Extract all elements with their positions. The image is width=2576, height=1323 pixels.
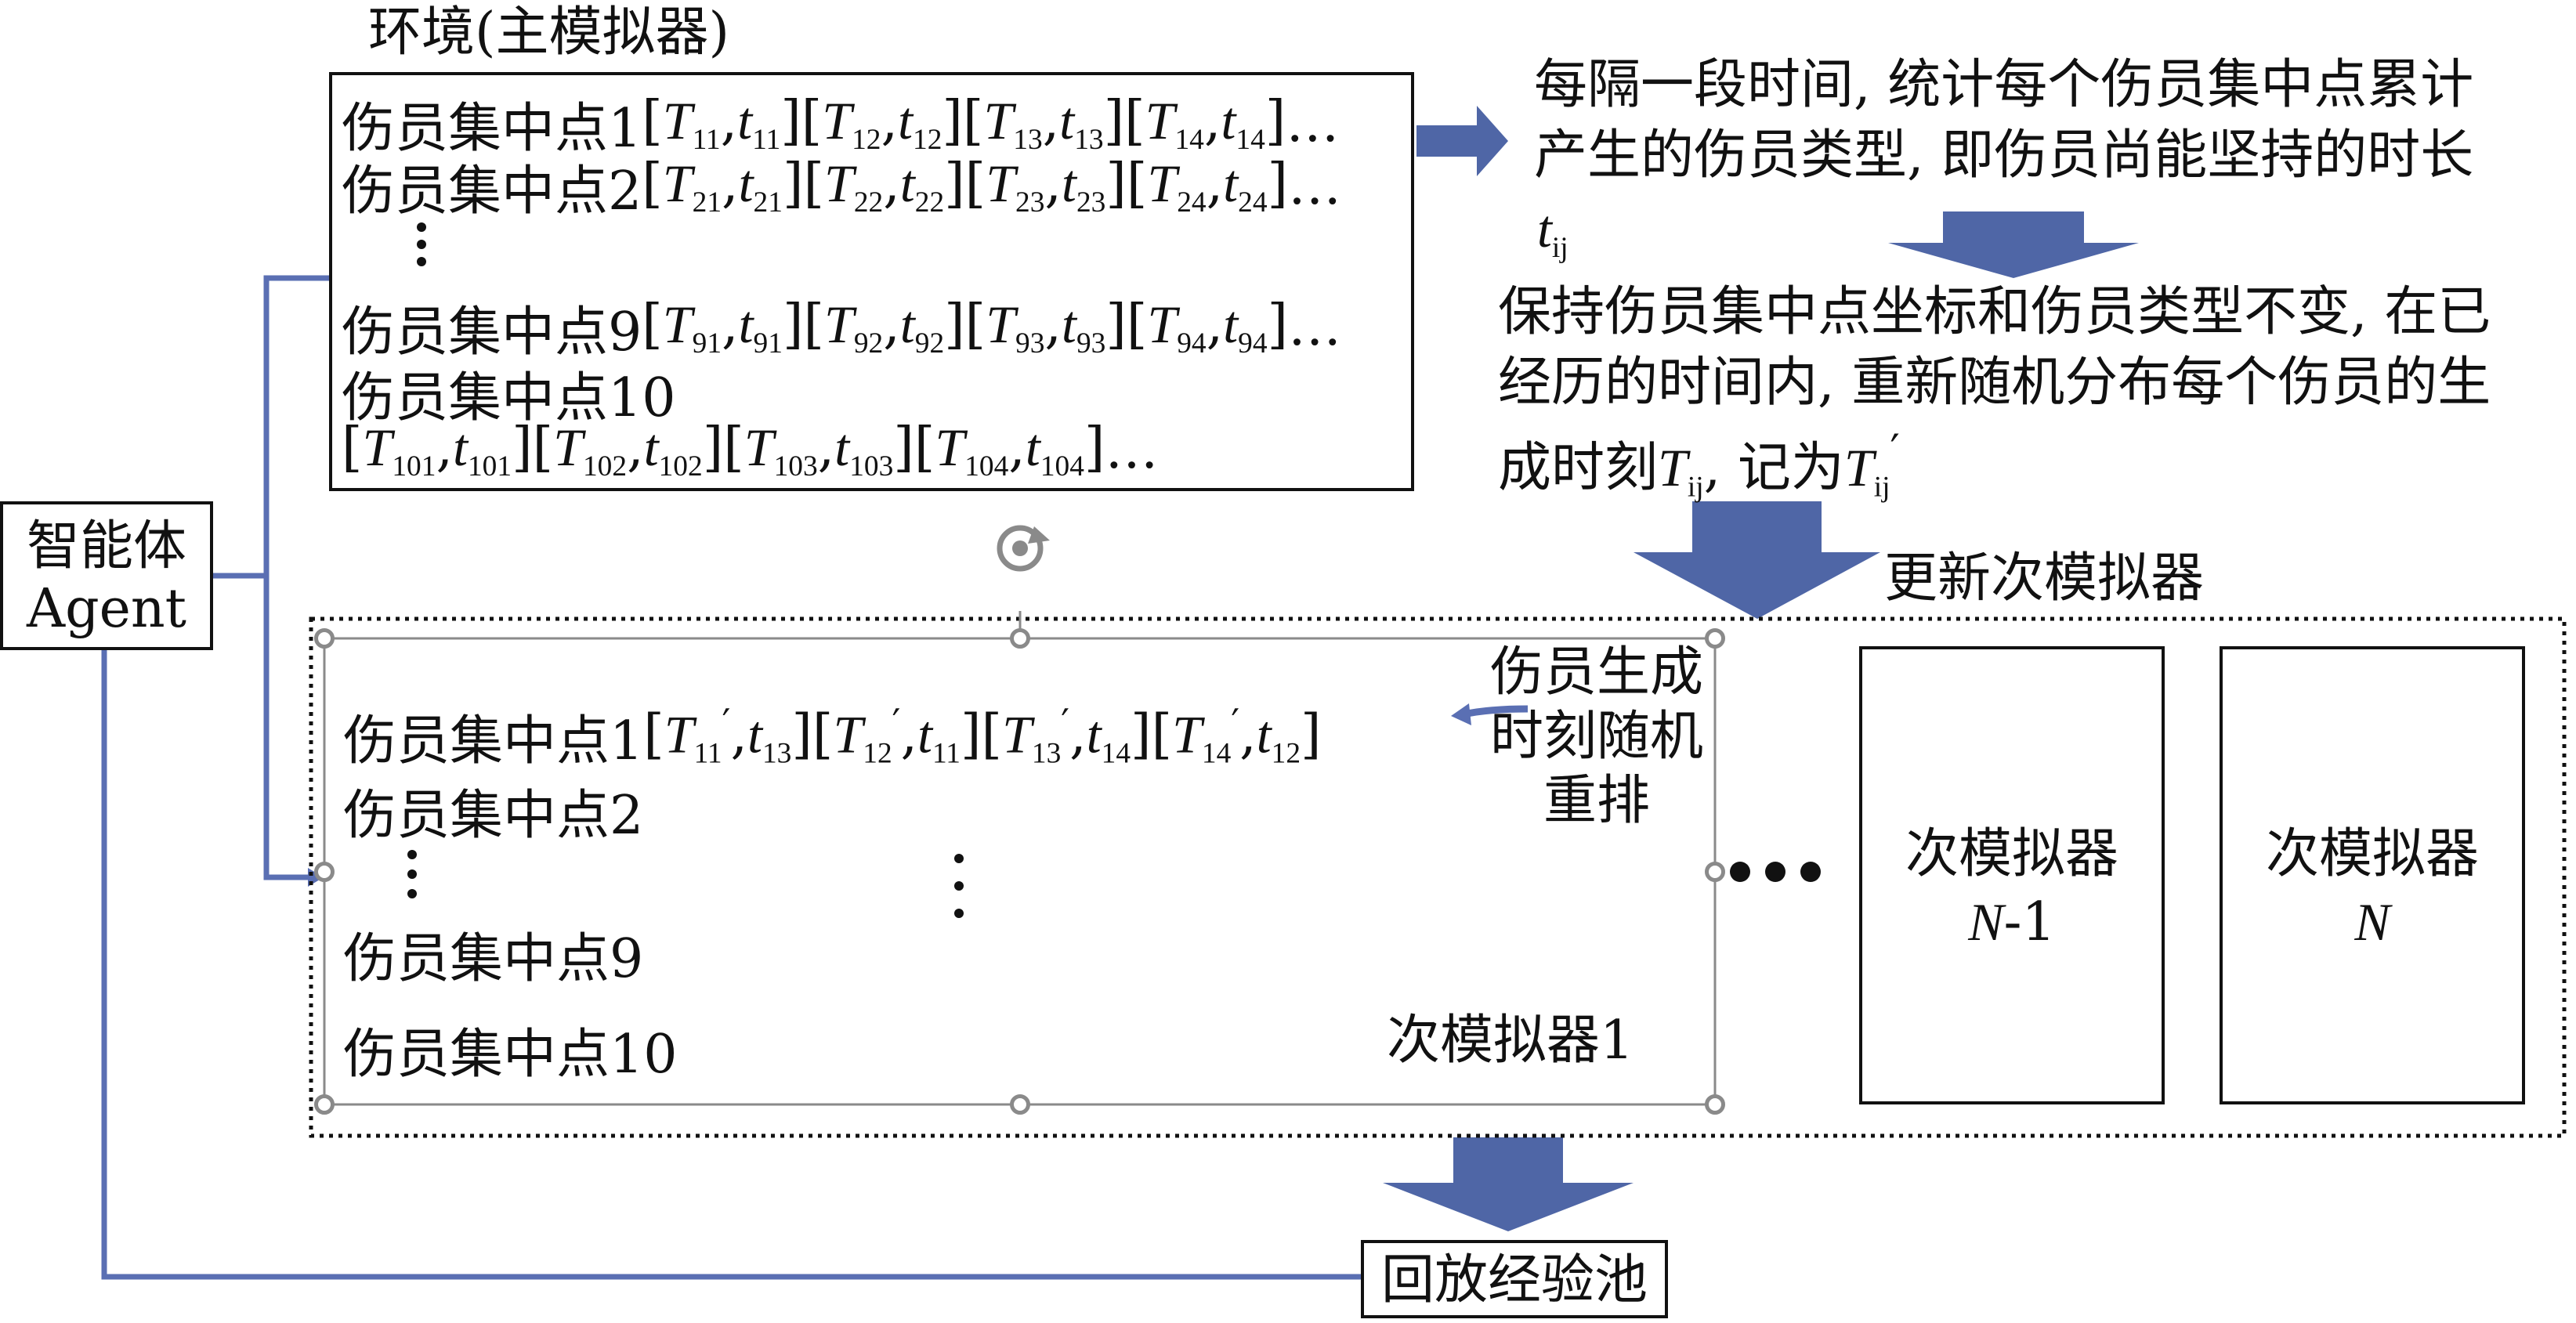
agent-box: 智能体 Agent: [0, 501, 213, 650]
resize-handle[interactable]: [1010, 1094, 1030, 1115]
env-item: [T23,t23]: [964, 152, 1127, 219]
resize-handle[interactable]: [314, 628, 335, 649]
keep-text-line1: 保持伤员集中点坐标和伤员类型不变, 在已: [1498, 281, 2491, 343]
sub-n-index: N: [2354, 892, 2390, 952]
env-row-label: 伤员集中点2: [342, 161, 642, 222]
resize-handle[interactable]: [314, 862, 335, 882]
agent-to-sub1-line: [263, 576, 309, 880]
down-arrow-icon: [1888, 211, 2139, 278]
stat-text-var: tij: [1537, 199, 1568, 265]
ellipsis-dot: [1800, 862, 1821, 882]
env-tail: …: [1105, 419, 1159, 482]
update-label: 更新次模拟器: [1884, 548, 2205, 609]
sub1-name: 次模拟器1: [1387, 1010, 1634, 1072]
keep-text-line2: 经历的时间内, 重新随机分布每个伤员的生: [1498, 352, 2491, 414]
sub1-row-2: 伤员集中点2: [343, 772, 643, 849]
right-arrow-icon: [1416, 106, 1508, 176]
resize-handle[interactable]: [1010, 628, 1030, 649]
agent-label-cn: 智能体: [26, 515, 186, 577]
stat-text-line2: 产生的伤员类型, 即伤员尚能坚持的时长: [1534, 125, 2474, 186]
env-row-9: 伤员集中点9 [T91,t91] [T92,t92] [T93,t93] [T9…: [342, 288, 1341, 366]
env-row-10: 伤员集中点10: [342, 354, 676, 432]
replay-to-agent-line: [101, 623, 1363, 1280]
down-arrow-icon: [1383, 1137, 1634, 1231]
env-item: [T22,t22]: [803, 152, 965, 219]
sub1-row-label: 伤员集中点1: [343, 710, 644, 772]
sub-simulator-n-minus-1-box: 次模拟器 N-1: [1859, 646, 2165, 1104]
ellipsis-dot: [417, 257, 426, 266]
ellipsis-dot: [954, 909, 964, 918]
env-item: [T24,t24]: [1126, 152, 1289, 219]
sub-simulators-container: [309, 616, 2567, 1138]
env-row-label: 伤员集中点9: [342, 302, 642, 363]
env-item: [T13,t13]: [962, 89, 1125, 157]
stat-text-line1: 每隔一段时间, 统计每个伤员集中点累计: [1534, 54, 2474, 116]
env-tail: …: [1288, 155, 1342, 217]
env-item: [T101,t101]: [342, 417, 533, 483]
sub-n-label: 次模拟器: [2265, 823, 2479, 885]
env-item: [T14,t14]: [1124, 89, 1286, 157]
resize-handle[interactable]: [1705, 1094, 1725, 1115]
agent-label-en: Agent: [27, 578, 186, 640]
env-item: [T91,t91]: [642, 293, 804, 360]
ellipsis-dot: [954, 881, 964, 891]
agent-to-env-line: [213, 275, 329, 579]
shuffle-note-line1: 伤员生成: [1489, 642, 1703, 703]
env-box: 伤员集中点1 [T11,t11] [T12,t12] [T13,t13] [T1…: [329, 72, 1414, 491]
sub-simulator-n-box: 次模拟器 N: [2220, 646, 2525, 1104]
env-item: [T103,t103]: [723, 417, 914, 483]
ellipsis-dot: [954, 854, 964, 863]
rotate-handle-icon: [997, 525, 1050, 572]
sub1-row-label: 伤员集中点10: [343, 1024, 678, 1086]
ellipsis-dot: [1765, 862, 1785, 882]
keep-text-a: 成时刻: [1498, 437, 1659, 500]
ellipsis-dot: [417, 240, 426, 249]
env-tail: …: [1286, 92, 1340, 154]
sub1-item: [T11′,t13]: [643, 701, 812, 770]
sub1-item: [T14′,t12]: [1151, 701, 1322, 770]
env-item: [T21,t21]: [642, 152, 804, 219]
resize-handle[interactable]: [1705, 628, 1725, 649]
env-item: [T102,t102]: [532, 417, 724, 483]
sub1-item: [T13′,t14]: [981, 701, 1152, 770]
resize-handle[interactable]: [314, 1094, 335, 1115]
env-row-10-items: [T101,t101] [T102,t102] [T103,t103] [T10…: [342, 417, 1158, 483]
sub-n1-index: N-1: [1968, 891, 2056, 953]
env-item: [T93,t93]: [964, 293, 1127, 360]
resize-handle[interactable]: [1705, 862, 1725, 882]
shuffle-note-line3: 重排: [1543, 770, 1650, 832]
env-item: [T92,t92]: [803, 293, 965, 360]
env-tail: …: [1288, 296, 1342, 358]
shuffle-note-line2: 时刻随机: [1489, 706, 1703, 768]
env-row-label: 伤员集中点10: [342, 367, 676, 429]
sub1-item: [T12′,t11]: [812, 701, 982, 770]
env-item: [T12,t12]: [801, 89, 963, 157]
env-row-1: 伤员集中点1 [T11,t11] [T12,t12] [T13,t13] [T1…: [342, 85, 1339, 162]
replay-buffer-box: 回放经验池: [1361, 1240, 1668, 1318]
sub1-row-10: 伤员集中点10: [343, 1010, 678, 1088]
env-row-label: 伤员集中点1: [342, 98, 642, 160]
ellipsis-dot: [407, 889, 417, 898]
sub1-row-label: 伤员集中点9: [343, 928, 644, 990]
ellipsis-dot: [417, 222, 426, 232]
env-item: [T94,t94]: [1126, 293, 1289, 360]
ellipsis-dot: [1730, 862, 1750, 882]
ellipsis-dot: [407, 850, 417, 859]
env-item: [T104,t104]: [914, 417, 1105, 483]
shuffle-note: 伤员生成 时刻随机 重排: [1471, 646, 1722, 828]
sub1-row-label: 伤员集中点2: [343, 785, 644, 847]
replay-label: 回放经验池: [1380, 1249, 1648, 1311]
sub1-row-1: 伤员集中点1 [T11′,t13] [T12′,t11] [T13′,t14] …: [343, 697, 1322, 775]
sub1-row-9: 伤员集中点9: [343, 915, 643, 992]
keep-text-b: , 记为: [1703, 437, 1844, 500]
env-row-2: 伤员集中点2 [T21,t21] [T22,t22] [T23,t23] [T2…: [342, 147, 1341, 225]
ellipsis-dot: [407, 869, 417, 879]
keep-text-line3: 成时刻Tij, 记为Tij′: [1498, 425, 1900, 504]
sub-n1-label: 次模拟器: [1905, 823, 2118, 885]
env-title: 环境(主模拟器): [368, 2, 730, 63]
down-arrow-icon: [1634, 501, 1880, 619]
env-item: [T11,t11]: [642, 89, 801, 157]
